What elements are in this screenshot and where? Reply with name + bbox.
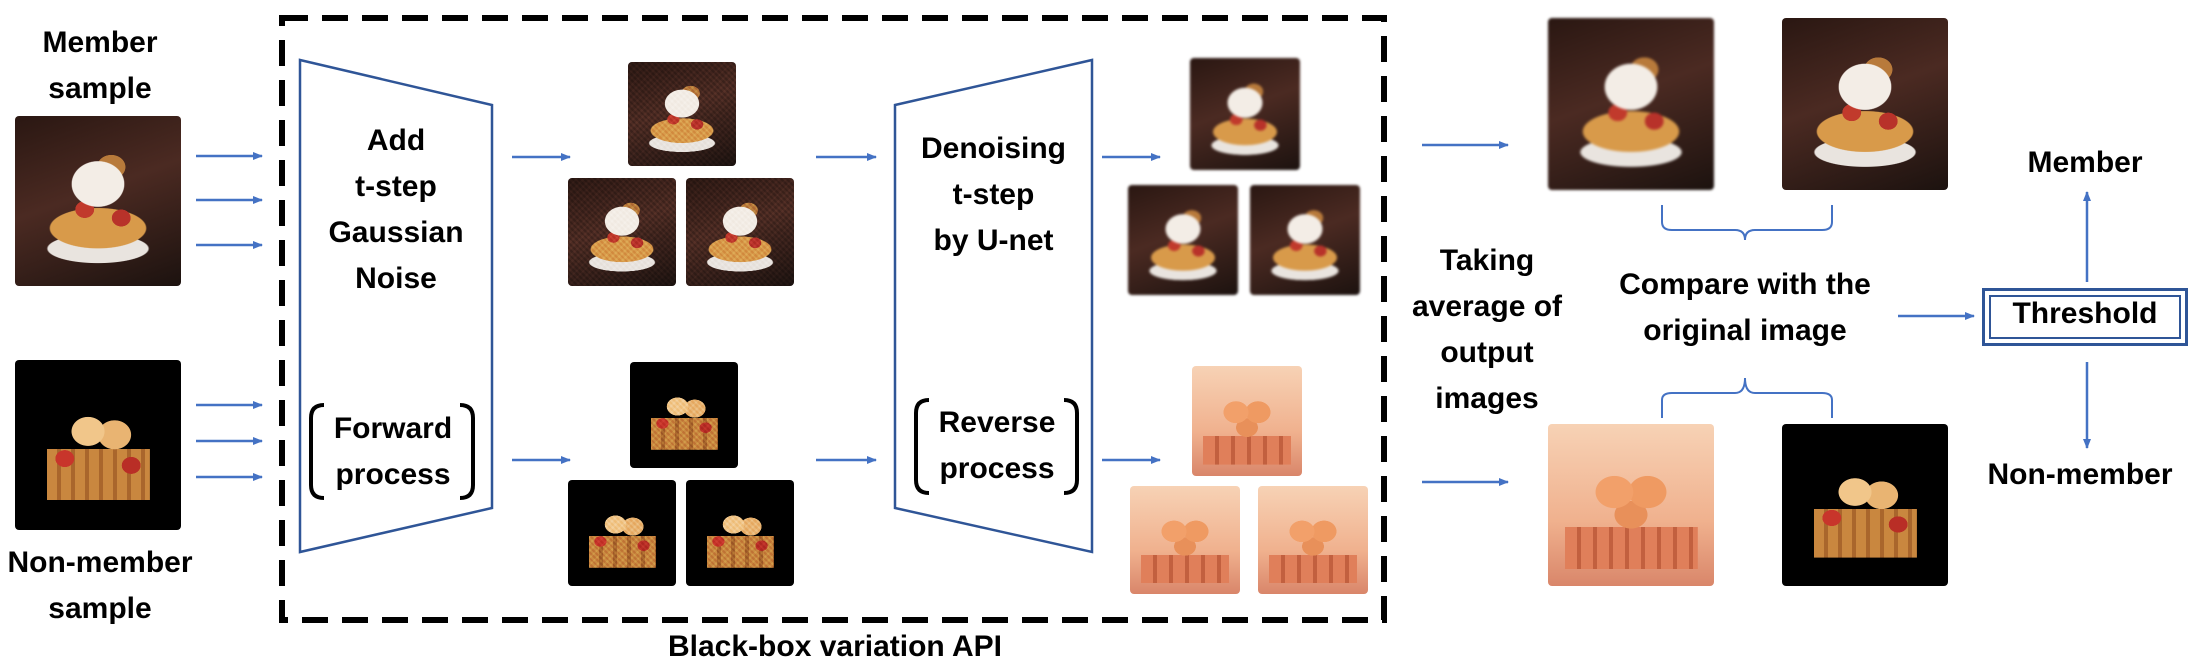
nonmember-denoised-image-3: [1258, 486, 1368, 594]
nonmember-noised-image-1: [630, 362, 738, 468]
denoising-label: Denoising t-step by U-net: [920, 132, 1066, 257]
member-denoised-image-1: [1190, 58, 1300, 170]
member-original-image: [15, 116, 181, 286]
compare-label: Compare with the original image: [1619, 268, 1871, 347]
forward-bracket-right: [459, 403, 475, 500]
add-noise-label: Add t-step Gaussian Noise: [328, 124, 464, 295]
black-box-api-label: Black-box variation API: [668, 630, 1002, 663]
forward-process-label: Forward process: [333, 412, 453, 491]
threshold-label: Threshold: [2012, 297, 2158, 330]
nonmember-noised-image-2: [568, 480, 676, 586]
nonmember-averaged-image: [1548, 424, 1714, 586]
nonmember-sample-label: Non-member sample: [7, 546, 193, 625]
member-output-label: Member: [2027, 146, 2143, 179]
reverse-bracket-right: [1063, 398, 1079, 495]
member-denoised-image-3: [1250, 185, 1360, 295]
forward-bracket-left: [309, 403, 325, 500]
taking-average-label: Taking average of output images: [1411, 244, 1563, 415]
nonmember-denoised-image-2: [1130, 486, 1240, 594]
nonmember-original-image: [15, 360, 181, 530]
nonmember-denoised-image-1: [1192, 366, 1302, 476]
member-averaged-image: [1548, 18, 1714, 190]
reverse-process-label: Reverse process: [938, 406, 1056, 485]
compare-brace-bottom: [1661, 377, 1833, 418]
member-noised-image-3: [686, 178, 794, 286]
nonmember-compare-original: [1782, 424, 1948, 586]
compare-brace-top: [1661, 205, 1833, 241]
threshold-box: [1982, 288, 2188, 346]
member-compare-original: [1782, 18, 1948, 190]
reverse-bracket-left: [914, 398, 930, 495]
member-noised-image-2: [568, 178, 676, 286]
nonmember-output-label: Non-member: [1987, 458, 2173, 491]
member-sample-label: Member sample: [42, 26, 158, 105]
forward-process-trapezoid: [298, 58, 494, 554]
member-denoised-image-2: [1128, 185, 1238, 295]
nonmember-noised-image-3: [686, 480, 794, 586]
reverse-process-trapezoid: [893, 58, 1094, 554]
black-box-boundary: [279, 15, 1387, 623]
member-noised-image-1: [628, 62, 736, 166]
